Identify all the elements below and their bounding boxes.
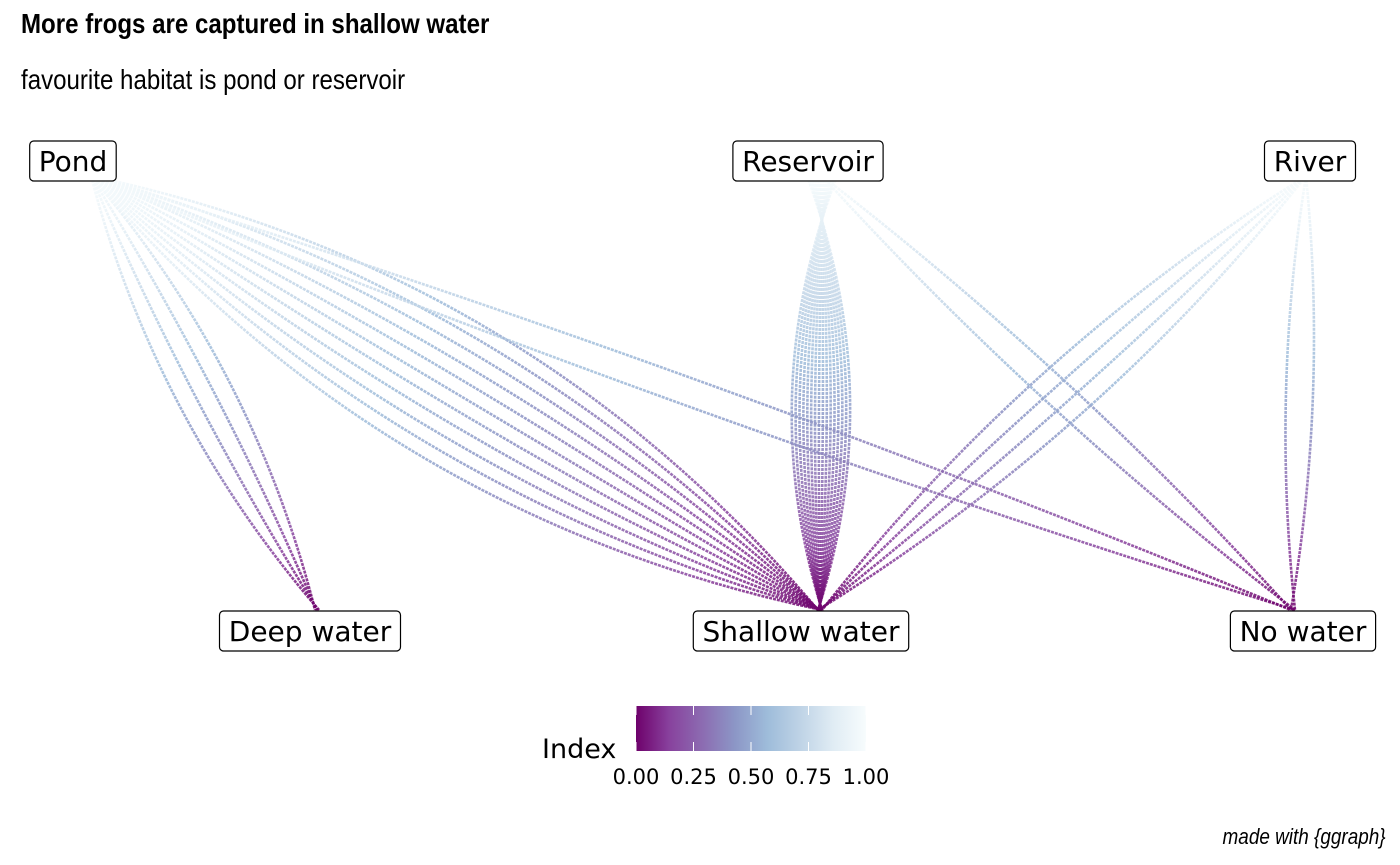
legend-title: Index	[542, 734, 616, 765]
node-box-reservoir	[732, 140, 884, 182]
edge-reservoir-shallow	[809, 175, 829, 611]
legend: Index 0.00 0.25 0.50 0.75 1.00	[542, 706, 889, 789]
legend-tick-label: 1.00	[843, 765, 890, 789]
edge-pond-shallow	[90, 174, 821, 612]
edge-pond-none	[90, 174, 1296, 612]
edge-pond-deep	[89, 175, 318, 611]
edge-river-none	[1289, 175, 1316, 611]
edge-pond-deep	[89, 175, 320, 611]
node-box-river	[1263, 140, 1357, 182]
edge-pond-shallow	[90, 174, 820, 611]
edge-pond-shallow	[90, 174, 821, 612]
legend-ticks: 0.00 0.25 0.50 0.75 1.00	[613, 706, 890, 789]
edge-pond-deep	[89, 175, 319, 611]
caption: made with {ggraph}	[1222, 824, 1386, 849]
node-reservoir: Reservoir	[732, 140, 884, 182]
edge-pond-shallow	[90, 174, 820, 611]
node-label-river: River	[1274, 145, 1347, 178]
node-box-pond	[29, 140, 117, 182]
edge-pond-shallow	[90, 175, 822, 612]
edges-layer	[89, 174, 1316, 612]
edge-river-shallow	[819, 174, 1307, 611]
node-box-shallow	[692, 610, 910, 652]
edge-reservoir-none	[821, 175, 1296, 612]
edge-river-shallow	[817, 175, 1308, 612]
node-label-deep: Deep water	[229, 615, 392, 648]
edge-reservoir-none	[821, 174, 1292, 611]
node-river: River	[1263, 140, 1357, 182]
node-none: No water	[1229, 610, 1377, 652]
edge-pond-none	[90, 174, 1292, 612]
edge-pond-shallow	[90, 175, 822, 612]
edge-pond-shallow	[90, 175, 823, 612]
edge-pond-shallow	[90, 174, 822, 612]
edge-pond-deep	[90, 175, 317, 611]
node-box-none	[1229, 610, 1377, 652]
legend-tick-label: 0.75	[785, 765, 832, 789]
node-pond: Pond	[29, 140, 117, 182]
node-label-reservoir: Reservoir	[742, 145, 874, 178]
edge-reservoir-shallow	[802, 175, 833, 611]
edge-pond-shallow	[90, 174, 821, 612]
edge-reservoir-shallow	[813, 175, 836, 611]
edge-pond-shallow	[90, 174, 819, 611]
node-box-deep	[218, 610, 402, 652]
edge-reservoir-shallow	[806, 175, 831, 611]
edge-river-shallow	[820, 174, 1307, 611]
legend-tick-label: 0.25	[670, 765, 717, 789]
legend-tick-label: 0.50	[728, 765, 775, 789]
edge-reservoir-shallow	[811, 175, 840, 611]
node-label-shallow: Shallow water	[703, 615, 900, 648]
edge-river-none	[1284, 175, 1308, 611]
legend-tick-label: 0.00	[613, 765, 660, 789]
chart-subtitle: favourite habitat is pond or reservoir	[21, 64, 406, 95]
edge-reservoir-shallow	[790, 175, 839, 611]
node-label-pond: Pond	[39, 145, 108, 178]
node-deep: Deep water	[218, 610, 402, 652]
chart-title: More frogs are captured in shallow water	[21, 8, 490, 39]
node-shallow: Shallow water	[692, 610, 910, 652]
node-label-none: No water	[1240, 615, 1367, 648]
edge-river-shallow	[818, 175, 1307, 612]
edge-pond-shallow	[90, 174, 821, 612]
